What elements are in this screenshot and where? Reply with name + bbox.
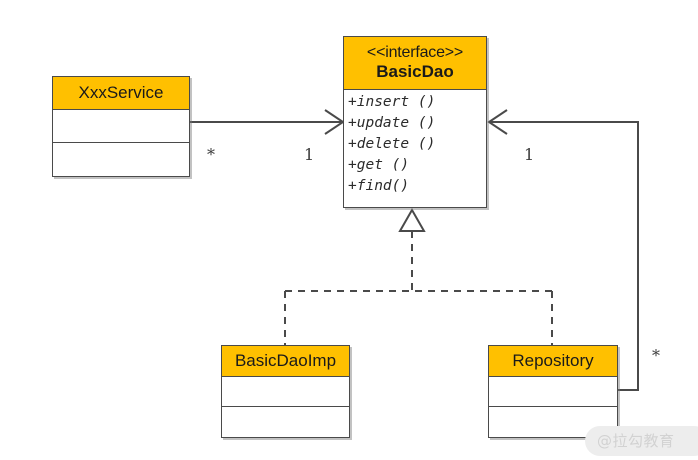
arrowhead-open-right [487,109,508,135]
realization-tree [284,207,553,345]
watermark-badge: @拉勾教育 [585,426,698,456]
method-item: +delete () [348,136,436,152]
multiplicity-dao-right-end: 1 [524,145,535,164]
methods-compartment-xxx-service [53,143,189,176]
multiplicity-service-end: * [207,145,215,164]
multiplicity-dao-left-end: 1 [304,145,315,164]
multiplicity-repository-end: * [652,346,660,365]
class-header-repository: Repository [489,346,617,377]
method-item: +insert () [348,94,436,110]
association-repository-to-dao [487,109,639,391]
hollow-triangle-icon [398,207,426,232]
class-header-basic-dao-imp: BasicDaoImp [222,346,349,377]
attributes-compartment-basic-dao-imp [222,377,349,407]
class-title-xxx-service: XxxService [78,83,164,103]
class-header-xxx-service: XxxService [53,77,189,110]
class-box-basic-dao-imp[interactable]: BasicDaoImp [221,345,350,438]
method-item: +find() [348,178,410,194]
association-service-to-dao [190,109,345,135]
class-title-repository: Repository [512,351,594,371]
method-item: +get () [348,157,410,173]
attributes-compartment-xxx-service [53,110,189,143]
class-box-basic-dao[interactable]: <<interface>> BasicDao +insert () +updat… [343,36,487,208]
attributes-compartment-repository [489,377,617,407]
methods-compartment-basic-dao-imp [222,407,349,437]
association-line-right [489,121,639,391]
class-title-basic-dao: BasicDao [376,62,454,82]
method-item: +update () [348,115,436,131]
class-title-basic-dao-imp: BasicDaoImp [234,351,337,371]
class-box-xxx-service[interactable]: XxxService [52,76,190,177]
methods-compartment-basic-dao: +insert () +update () +delete () +get ()… [344,90,486,207]
class-box-repository[interactable]: Repository [488,345,618,438]
class-header-basic-dao: <<interface>> BasicDao [344,37,486,90]
class-stereotype-basic-dao: <<interface>> [366,44,464,62]
